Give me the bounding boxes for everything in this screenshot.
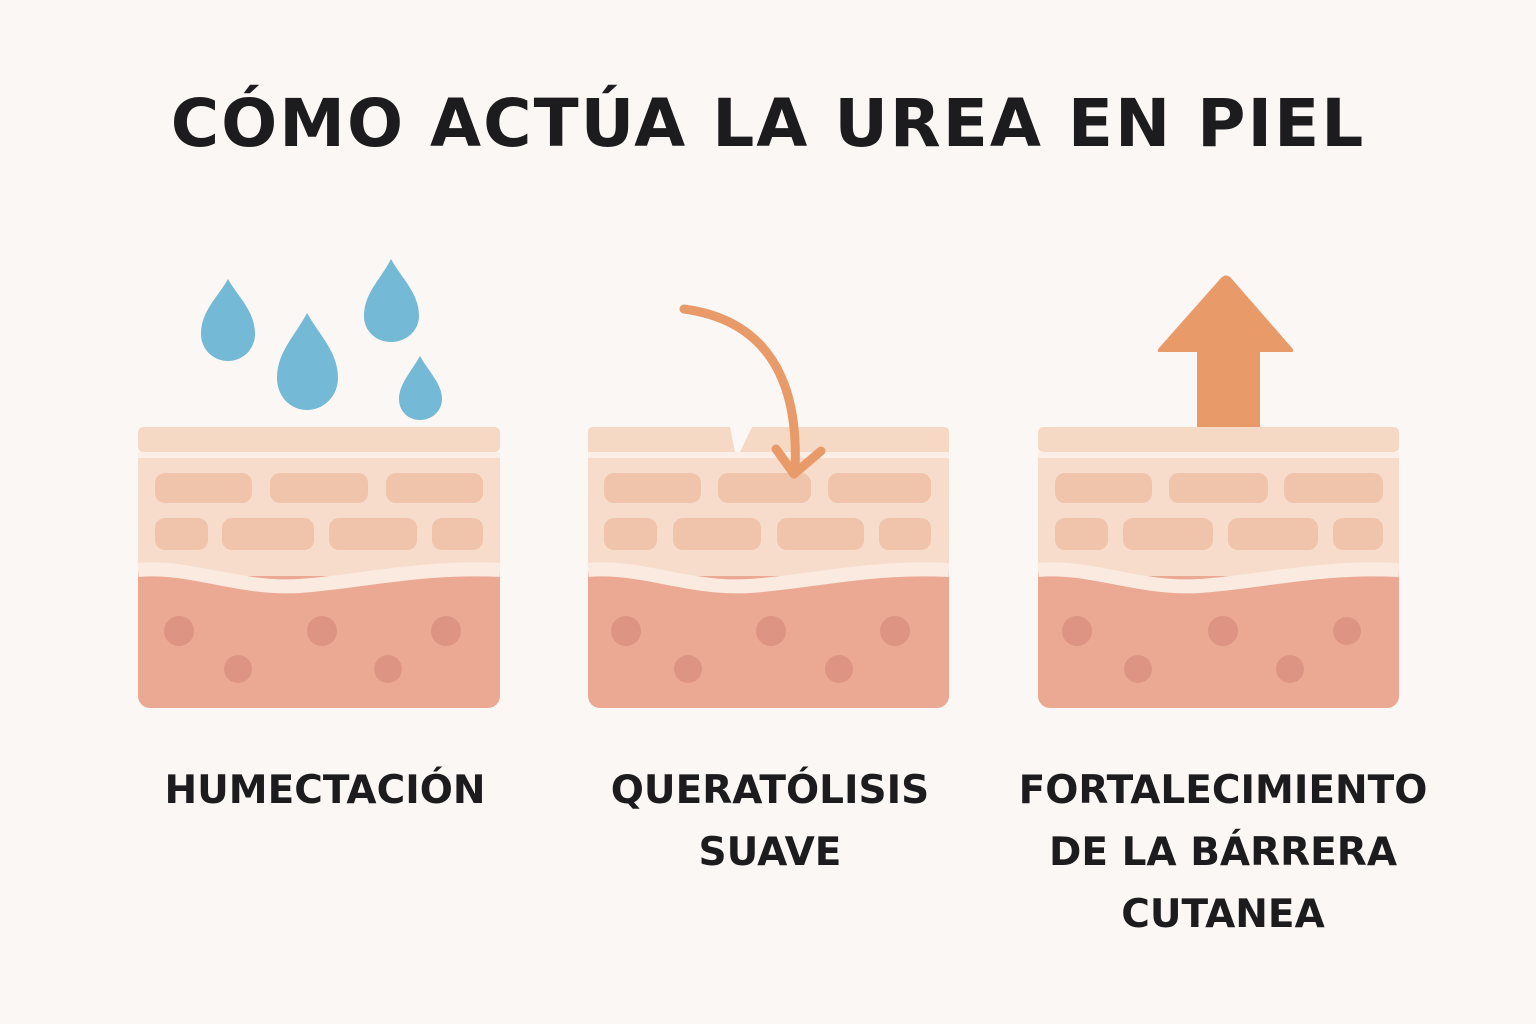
skin-cell [1228,518,1318,550]
skin-cell [432,518,483,550]
skin-wavy-line [137,562,501,594]
water-drops-icon [201,259,442,420]
panel-fortalecimiento [1037,275,1400,708]
label-line: SUAVE [698,830,842,875]
label-line: DE LA BÁRRERA [1048,830,1398,875]
up-arrow-icon [1157,275,1294,427]
stratum-corneum-peeling [588,427,735,452]
skin-cell [155,473,252,503]
skin-cell [1169,473,1268,503]
water-drop [201,279,255,361]
skin-cell [604,518,657,550]
skin-cell [1055,518,1108,550]
skin-cell [673,518,761,550]
label-humectacion: HUMECTACIÓN [120,760,530,822]
stratum-corneum [1038,427,1399,452]
page-title: CÓMO ACTÚA LA UREA EN PIEL [170,85,1366,162]
label-line: CUTANEA [1121,892,1325,937]
skin-cell [828,473,931,503]
dermis-dot [1208,616,1238,646]
skin-cell [270,473,368,503]
dermis-dot [756,616,786,646]
skin-layers-illustration [137,427,501,708]
skin-cell [329,518,417,550]
skin-wavy-line [587,562,950,594]
water-drop [277,313,338,410]
dermis-dot [611,616,641,646]
label-line: QUERATÓLISIS [610,768,930,813]
skin-cell [222,518,314,550]
skin-cell [604,473,701,503]
skin-cell [777,518,864,550]
label-line: HUMECTACIÓN [164,768,486,813]
panel-queratolisis [587,304,950,708]
label-queratolisis: QUERATÓLISIS SUAVE [570,760,970,884]
dermis-dot [1124,655,1152,683]
dermis-dot [307,616,337,646]
skin-cell [718,473,811,503]
dermis-dot [164,616,194,646]
dermis-dot [825,655,853,683]
dermis-dot [431,616,461,646]
skin-cell [386,473,483,503]
dermis-dot [674,655,702,683]
stratum-corneum [138,427,500,452]
skin-top-line [138,452,500,458]
curved-arrow-shaft [679,304,800,475]
dermis-dot [1333,617,1361,645]
water-drop [399,356,442,420]
stratum-corneum [740,427,949,452]
skin-cell [1333,518,1383,550]
dermis-dot [1062,616,1092,646]
curved-arrow-head [771,444,826,479]
skin-cell [1123,518,1213,550]
curved-arrow-icon [679,304,826,479]
skin-cell [879,518,931,550]
skin-cell [1055,473,1152,503]
skin-cell [155,518,208,550]
skin-top-line [588,452,949,458]
panel-humectacion [137,259,501,708]
skin-layers-illustration [1037,427,1400,708]
skin-layers-illustration [587,427,950,708]
label-line: FORTALECIMIENTO [1018,768,1428,813]
skin-top-line [1038,452,1399,458]
water-drop [364,259,419,342]
skin-cell [1284,473,1383,503]
dermis-dot [224,655,252,683]
label-fortalecimiento: FORTALECIMIENTO DE LA BÁRRERA CUTANEA [1000,760,1446,946]
skin-wavy-line [1037,562,1400,594]
dermis-dot [374,655,402,683]
dermis-dot [880,616,910,646]
dermis-dot [1276,655,1304,683]
